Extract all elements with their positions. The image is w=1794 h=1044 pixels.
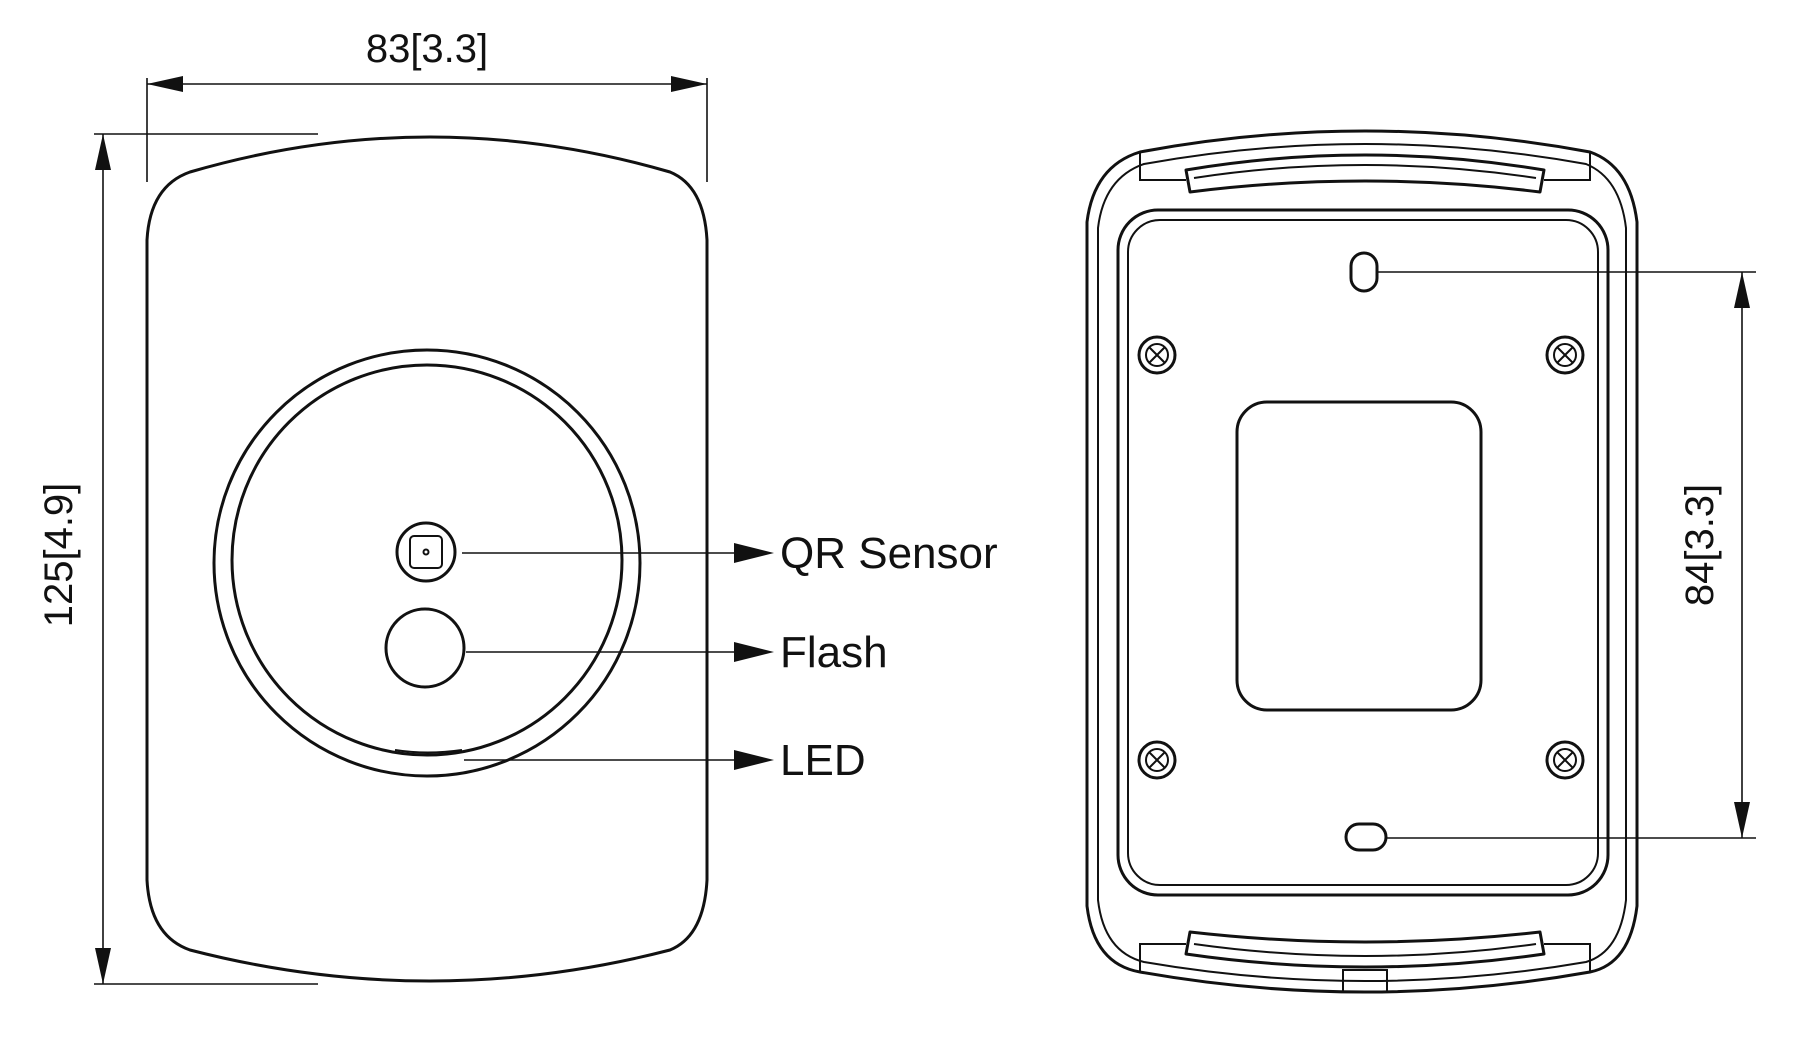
screw-bottom-right bbox=[1545, 740, 1585, 780]
qr-sensor-leader bbox=[462, 543, 774, 563]
hole-spacing-label: 84[3.3] bbox=[1678, 484, 1722, 606]
screw-bottom-left bbox=[1137, 740, 1177, 780]
front-height-dimension bbox=[94, 133, 318, 985]
front-height-label: 125[4.9] bbox=[37, 483, 81, 628]
mounting-plate-inner bbox=[1127, 219, 1599, 886]
mounting-plate-outer bbox=[1116, 208, 1610, 897]
flash-leader bbox=[466, 642, 774, 662]
front-width-dimension bbox=[146, 76, 708, 182]
qr-sensor bbox=[395, 521, 457, 583]
hole-spacing-dimension bbox=[1378, 271, 1756, 839]
front-width-label: 83[3.3] bbox=[366, 27, 488, 71]
bottom-clip bbox=[1139, 930, 1591, 993]
led-leader bbox=[464, 750, 774, 770]
screw-top-right bbox=[1545, 335, 1585, 375]
top-clip bbox=[1139, 152, 1591, 194]
reader-outer-ring bbox=[212, 348, 642, 778]
reader-inner-ring bbox=[230, 363, 624, 757]
flash-lens bbox=[384, 607, 466, 689]
led-strip bbox=[394, 749, 463, 754]
top-mounting-hole bbox=[1349, 251, 1379, 293]
front-device-outline bbox=[145, 135, 709, 983]
front-view: 83[3.3] 125[4.9] QR Sensor Flash LED bbox=[37, 27, 998, 985]
screw-top-left bbox=[1137, 335, 1177, 375]
center-window bbox=[1235, 400, 1483, 712]
back-outer-rim bbox=[1097, 143, 1627, 982]
back-view: 84[3.3] bbox=[1085, 129, 1756, 994]
qr-sensor-label: QR Sensor bbox=[780, 529, 998, 578]
back-outer-outline bbox=[1085, 129, 1639, 994]
flash-label: Flash bbox=[780, 628, 888, 677]
led-label: LED bbox=[780, 736, 866, 785]
bottom-mounting-hole bbox=[1344, 822, 1388, 852]
